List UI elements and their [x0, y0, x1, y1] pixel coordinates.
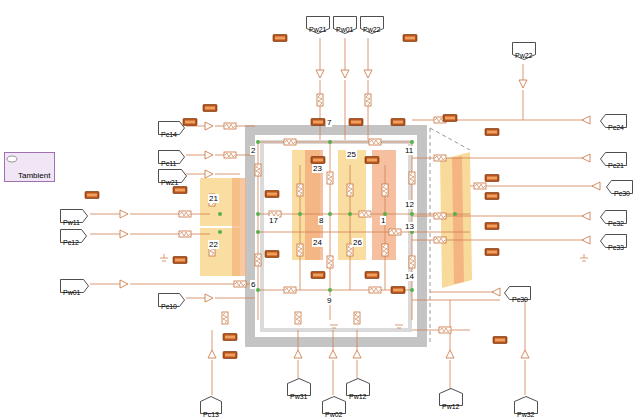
port-name: Pw22	[363, 25, 381, 34]
port-block: Pc10	[158, 293, 185, 307]
port-name: Pw31	[290, 392, 308, 401]
node-number: 8	[318, 216, 324, 225]
node-number: 26	[352, 238, 363, 247]
port-name: Pw22	[515, 51, 533, 60]
port-block: Pw12	[439, 388, 463, 406]
port-block: Pw31	[287, 378, 311, 396]
port-block: Pc32	[600, 210, 627, 224]
port-name: Pc30	[512, 295, 528, 304]
port-name: Pc21	[608, 161, 624, 170]
node-number: 12	[404, 200, 415, 209]
port-block: Pc11	[158, 150, 185, 164]
port-block: Pc14	[158, 121, 185, 135]
port-name: Pc14	[161, 130, 177, 139]
port-block: Pw01	[60, 279, 89, 293]
port-name: Pw21	[309, 25, 327, 34]
port-block: Pc30	[504, 286, 531, 300]
node-number: 24	[312, 238, 323, 247]
port-name: Pc30	[614, 189, 630, 198]
port-name: Pw12	[349, 392, 367, 401]
port-name: Pc24	[608, 123, 624, 132]
port-block: Pc33	[600, 234, 627, 248]
port-name: Pc10	[161, 302, 177, 311]
node-number: 2	[250, 146, 256, 155]
port-name: Pc13	[203, 410, 219, 418]
port-block: Pc30	[606, 180, 633, 194]
node-number: 25	[346, 150, 357, 159]
port-block: Pc13	[200, 396, 222, 414]
port-name: Pw11	[63, 218, 80, 227]
port-name: Pw01	[336, 25, 354, 34]
port-block: Pw11	[60, 209, 88, 223]
port-block: Pc21	[600, 152, 627, 166]
port-block: Pw22	[512, 42, 536, 60]
port-block: Pc12	[60, 229, 87, 243]
port-name: Pc33	[608, 243, 624, 252]
port-block: Pw01	[333, 16, 357, 34]
port-name: Pc11	[161, 159, 176, 168]
port-name: Pc12	[63, 238, 79, 247]
node-number: 9	[326, 296, 332, 305]
node-number: 22	[208, 240, 219, 249]
port-block: Pw21	[306, 16, 330, 34]
subsystem-block: Tambient	[4, 152, 55, 182]
node-number: 21	[208, 194, 219, 203]
port-name: Pw12	[442, 402, 460, 411]
port-block: Pw12	[346, 378, 370, 396]
port-block: Pw02	[322, 396, 346, 414]
port-block: Pw22	[360, 16, 384, 34]
node-number: 7	[326, 118, 332, 127]
node-number: 11	[404, 146, 414, 155]
node-number: 23	[312, 164, 323, 173]
port-name: Pc32	[608, 219, 624, 228]
port-block: Pc24	[600, 114, 627, 128]
node-number: 14	[404, 272, 415, 281]
block-title: Tambient	[18, 171, 50, 180]
port-name: Pw21	[161, 178, 179, 187]
port-name: Pw02	[325, 410, 343, 418]
node-number: 13	[404, 222, 415, 231]
port-block: Pw21	[158, 169, 187, 183]
port-name: Pw32	[517, 410, 535, 418]
node-number: 17	[268, 216, 279, 225]
node-number: 6	[250, 280, 256, 289]
port-name: Pw01	[63, 288, 81, 297]
node-number: 1	[380, 216, 386, 225]
port-block: Pw32	[514, 396, 538, 414]
